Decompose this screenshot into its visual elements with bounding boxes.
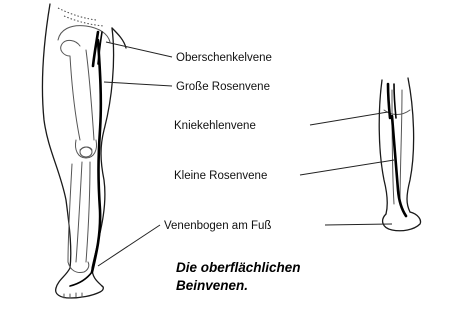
leader-kleine-rosenvene (300, 160, 394, 175)
femoral-vein (93, 32, 98, 66)
tibia-bone (76, 162, 90, 262)
front-leg-outline-outer (42, 4, 70, 288)
front-leg (42, 4, 126, 298)
caption-line-1: Die oberflächlichen (176, 260, 301, 275)
knee-joint (75, 140, 96, 158)
foot-venous-arch (70, 272, 92, 286)
back-leg-outline-right (407, 78, 414, 212)
label-grosse-rosenvene: Große Rosenvene (176, 81, 270, 93)
kneecap (80, 147, 92, 157)
front-foot-outline (56, 286, 104, 298)
back-leg (379, 78, 420, 231)
back-leg-outline-left (379, 80, 387, 214)
leader-venenbogen-right (325, 224, 392, 225)
popliteal-vein-branch (394, 84, 396, 118)
ankle-bones (68, 262, 89, 273)
back-heel-outline (383, 212, 421, 231)
popliteal-vein (388, 84, 390, 118)
leader-oberschenkelvene (106, 42, 172, 57)
label-kleine-rosenvene: Kleine Rosenvene (174, 170, 267, 182)
label-kniekehlenvene: Kniekehlenvene (174, 120, 256, 132)
groin-dotted-line (58, 8, 104, 26)
leader-venenbogen-left (98, 225, 160, 266)
caption-line-2: Beinvenen. (176, 278, 248, 293)
front-leg-outline-inner (92, 28, 114, 286)
label-oberschenkelvene: Oberschenkelvene (176, 52, 272, 64)
femur-bone (61, 40, 94, 140)
leader-kniekehlenvene (310, 112, 388, 125)
leader-grosse-rosenvene (104, 82, 172, 86)
label-venenbogen: Venenbogen am Fuß (164, 220, 271, 232)
great-saphenous-vein (92, 40, 101, 272)
